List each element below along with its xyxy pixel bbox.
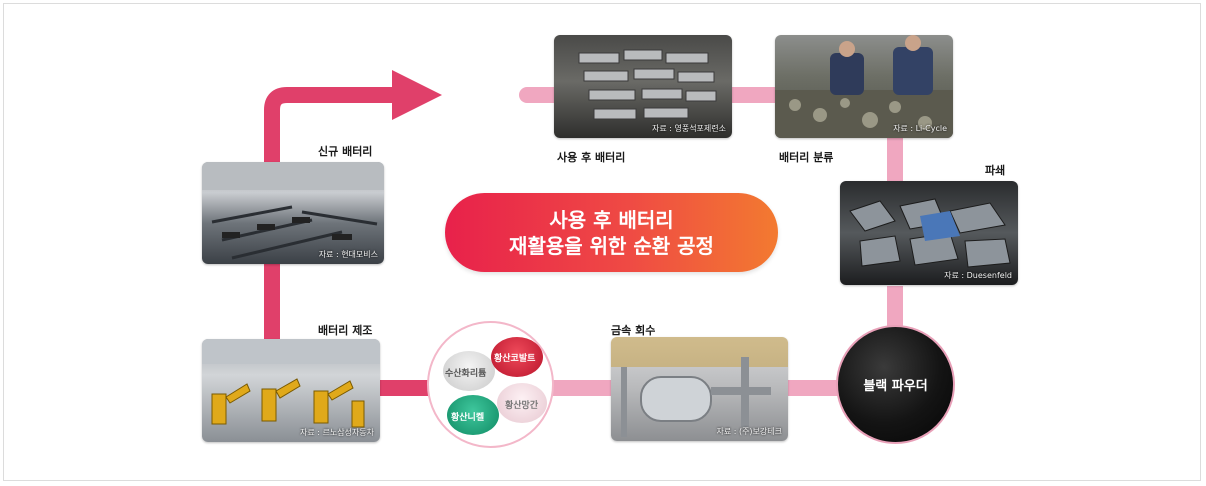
used-battery-photo: 자료 : 영풍석포제련소: [554, 35, 732, 138]
new-battery-photo: 자료 : 현대모비스: [202, 162, 384, 264]
workers-sorting-graphic: [775, 35, 953, 138]
shredding-photo: 자료 : Duesenfeld: [840, 181, 1018, 285]
metal-recovery-photo: 자료 : (주)보강테크: [611, 337, 788, 441]
shredder-graphic: [849, 198, 1011, 268]
label-shredding: 파쇄: [985, 164, 1006, 177]
label-lithium-hydroxide: 수산화리튬: [445, 369, 487, 379]
label-manganese-sulfate: 황산망간: [505, 401, 539, 411]
label-manufacturing: 배터리 제조: [318, 324, 373, 337]
center-title-line2: 재활용을 위한 순환 공정: [509, 233, 714, 258]
factory-floor-graphic: [202, 162, 384, 260]
diagram-frame: [3, 3, 1201, 481]
credit-text: 자료 : 현대모비스: [318, 250, 378, 259]
black-powder-circle: 블랙 파우더: [836, 325, 955, 444]
sorting-photo: 자료 : Li-Cycle: [775, 35, 953, 138]
label-sorting: 배터리 분류: [779, 151, 834, 164]
label-metal-recovery: 금속 회수: [611, 324, 656, 337]
label-black-powder: 블랙 파우더: [863, 379, 928, 394]
label-new-battery: 신규 배터리: [318, 145, 373, 158]
center-title-line1: 사용 후 배터리: [549, 207, 674, 232]
credit-text: 자료 : 르노삼성자동차: [299, 428, 374, 437]
lifecycle-arrow-line: [264, 87, 400, 340]
nickel-sulfate-heap: [447, 395, 499, 435]
battery-packs-graphic: [578, 49, 717, 120]
credit-text: 자료 : Li-Cycle: [893, 124, 947, 133]
center-title-pill: 사용 후 배터리 재활용을 위한 순환 공정: [445, 193, 778, 272]
recovered-materials-circle: 수산화리튬 황산코발트 황산니켈 황산망간: [427, 321, 554, 448]
credit-text: 자료 : 영풍석포제련소: [651, 124, 726, 133]
robot-arms-graphic: [202, 339, 380, 428]
cobalt-sulfate-heap: [491, 337, 543, 377]
label-cobalt-sulfate: 황산코발트: [494, 354, 536, 364]
credit-text: 자료 : (주)보강테크: [716, 427, 782, 436]
reactor-tank-graphic: [611, 337, 788, 437]
lithium-hydroxide-heap: [443, 351, 495, 391]
credit-text: 자료 : Duesenfeld: [944, 271, 1012, 280]
lifecycle-arrow-head: [392, 70, 442, 120]
label-used-battery: 사용 후 배터리: [557, 151, 626, 164]
manganese-sulfate-heap: [497, 383, 547, 423]
label-nickel-sulfate: 황산니켈: [451, 413, 485, 423]
manufacturing-photo: 자료 : 르노삼성자동차: [202, 339, 380, 442]
